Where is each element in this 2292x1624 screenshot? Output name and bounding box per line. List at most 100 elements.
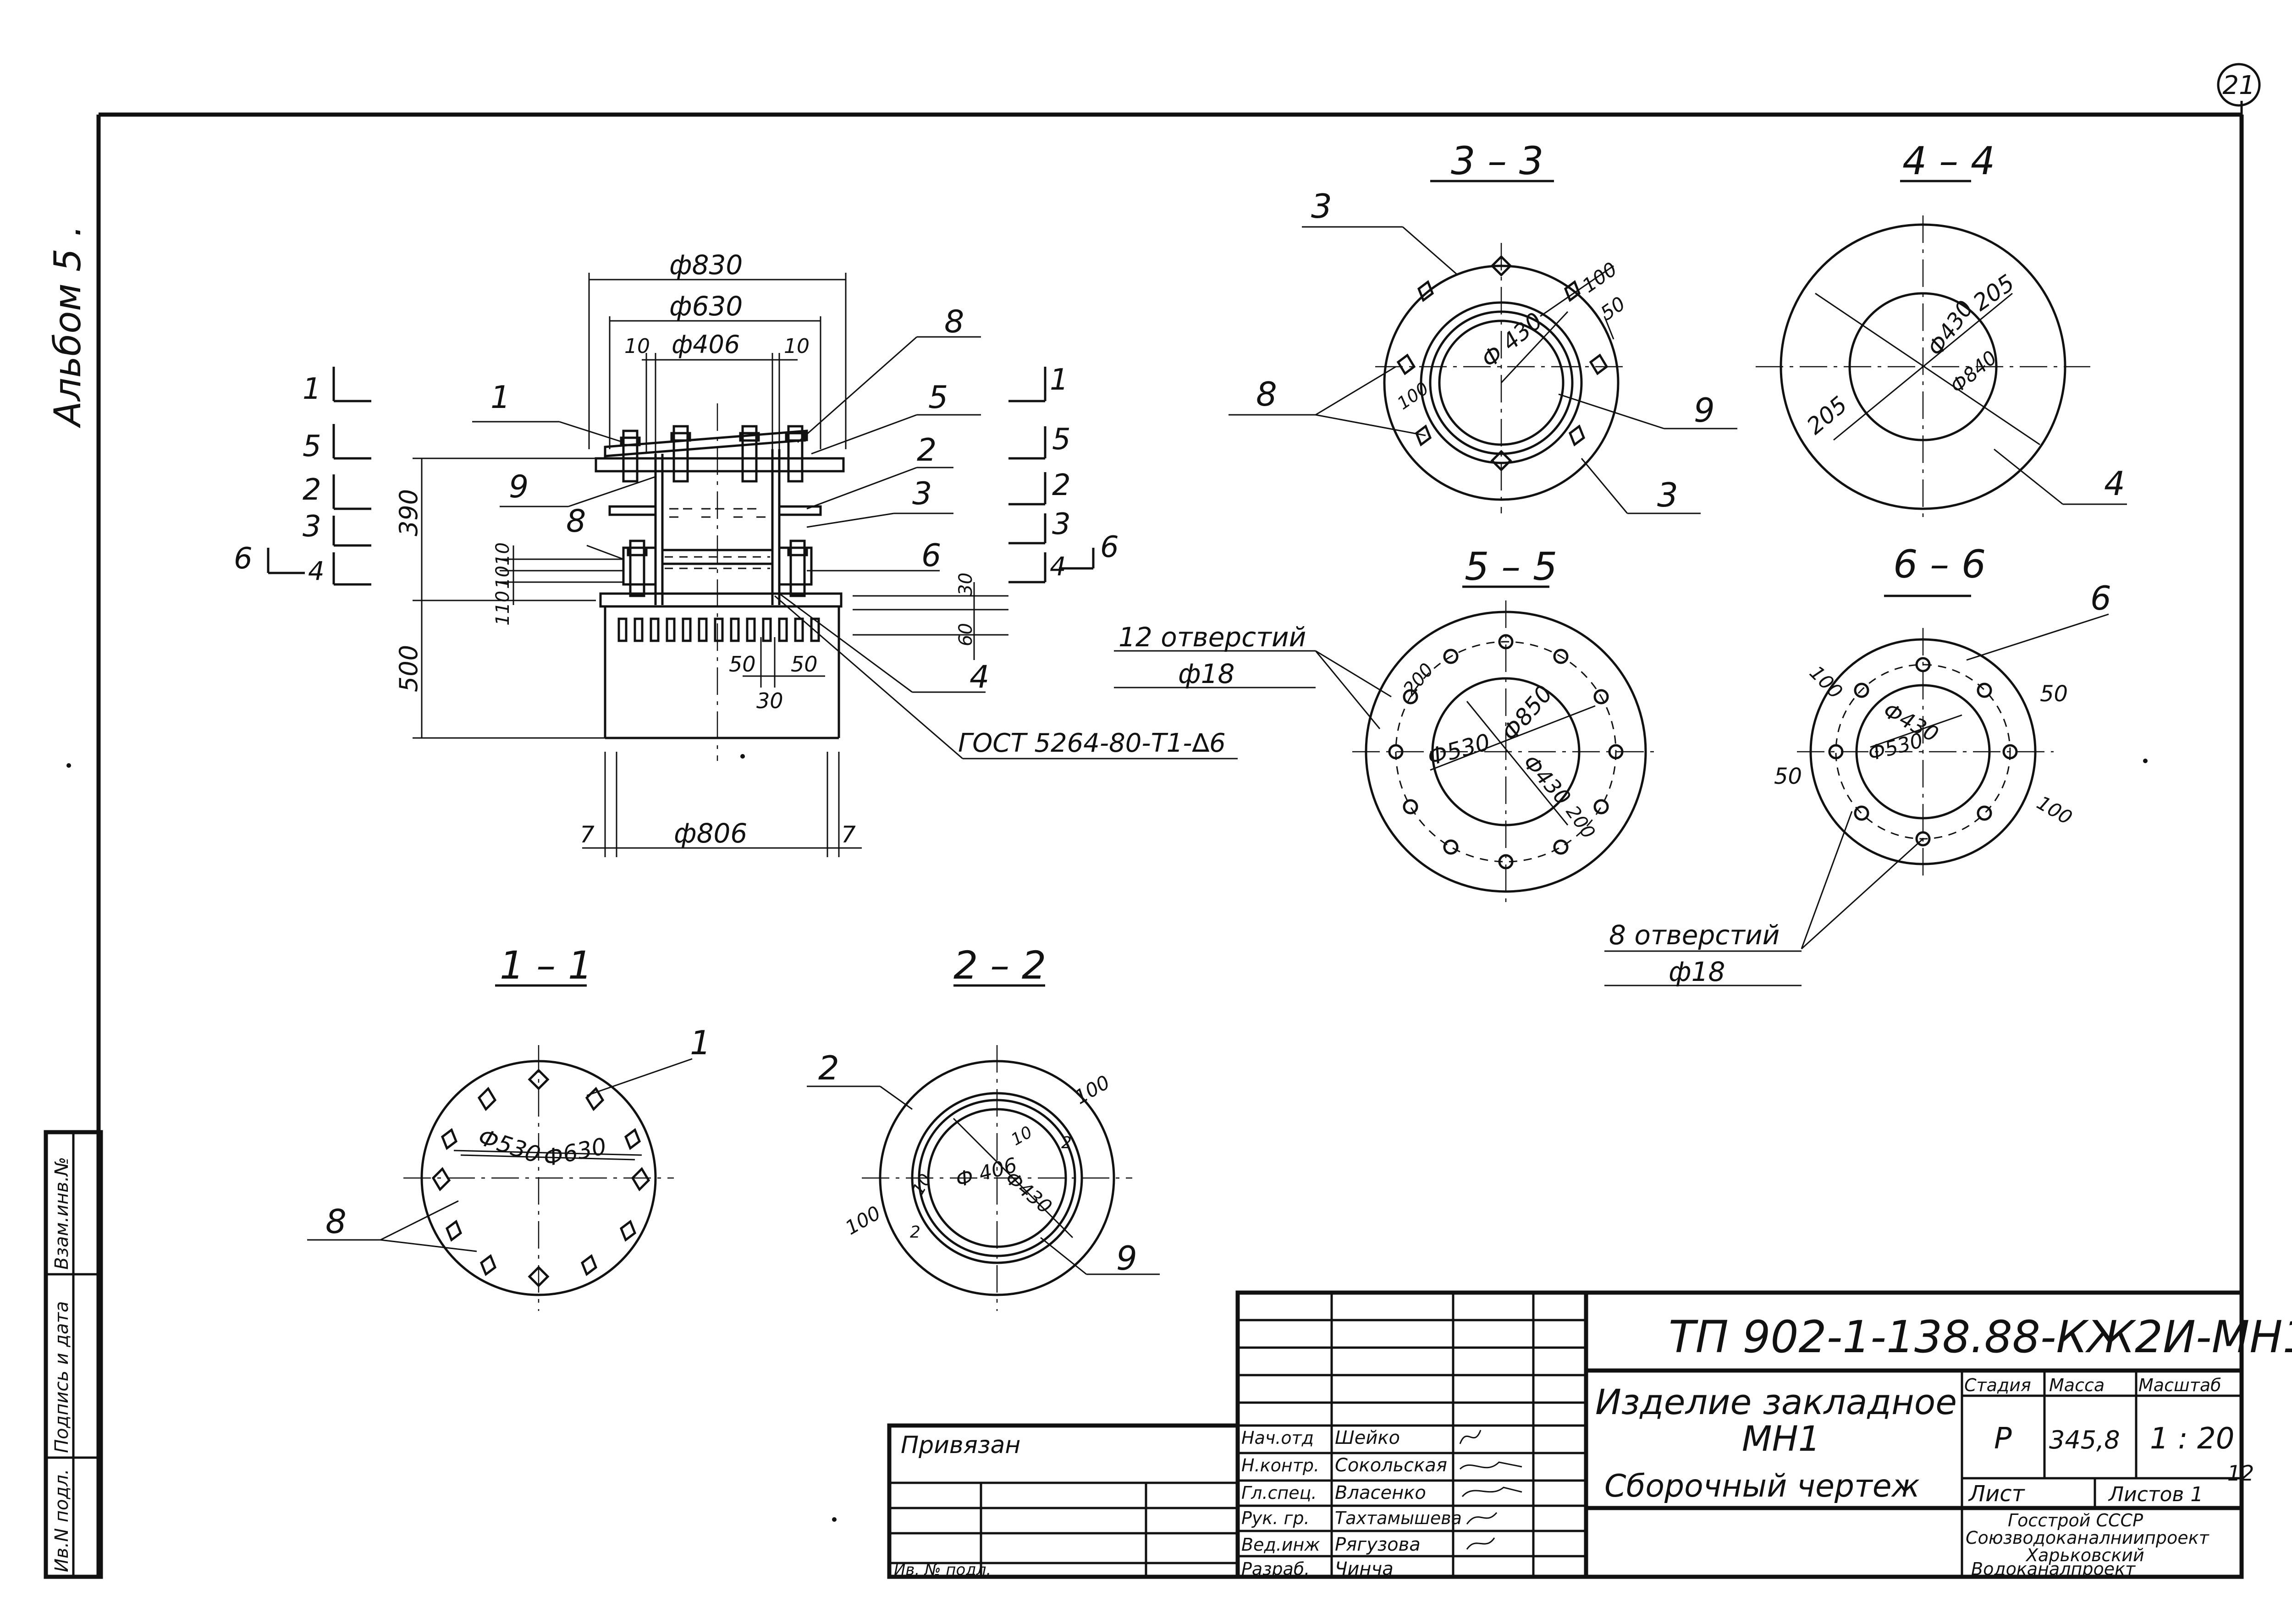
attached-label: Привязан	[901, 1431, 1020, 1459]
section-1-1-studs	[431, 1068, 650, 1288]
role-4: Рук. гр.	[1241, 1508, 1310, 1528]
dim-h1010: 1010	[492, 542, 513, 589]
s33-dim-100b: 100	[1394, 378, 1432, 414]
s66-dim-530: Ф530	[1866, 729, 1926, 766]
org-line-4: Водоканалпроект	[1971, 1559, 2136, 1579]
name-4: Тахтамышева	[1335, 1508, 1462, 1528]
dim-10-right: 10	[784, 335, 810, 358]
org-line-3: Харьковский	[2025, 1545, 2144, 1565]
name-5: Рягузова	[1335, 1534, 1421, 1555]
dim-7-right: 7	[841, 821, 856, 848]
org-line-1: Госстрой СССР	[2008, 1510, 2143, 1530]
s22-dim-100b: 100	[842, 1201, 885, 1239]
callout-6: 6	[921, 538, 941, 574]
s33-dim-430: Ф 430	[1476, 308, 1548, 374]
s11-callout-1: 1	[690, 1024, 711, 1062]
margin-inv-orig: Ив.N подл.	[51, 1469, 72, 1572]
s55-dim-430: Ф430	[1518, 750, 1576, 810]
dim-50-left: 50	[729, 652, 756, 677]
s66-callout-6: 6	[2090, 579, 2111, 617]
dim-h500: 500	[394, 645, 423, 692]
sheet-header: Лист	[1968, 1481, 2026, 1507]
dim-30: 30	[756, 688, 783, 713]
sheets-header: Листов 1	[2108, 1483, 2203, 1506]
scale-value: 1 : 20	[2150, 1422, 2234, 1456]
s11-dim-530: Ф530	[475, 1123, 544, 1168]
section-6-6	[1604, 595, 2109, 986]
mark-left-6: 6	[234, 542, 253, 576]
dim-10-left: 10	[624, 335, 650, 358]
s33-callout-8: 8	[1256, 375, 1277, 413]
dim-7-left: 7	[580, 821, 595, 848]
dim-h390: 390	[394, 489, 423, 536]
org-line-2: Союзводоканалниипроект	[1966, 1528, 2210, 1548]
margin-sign-date: Подпись и дата	[51, 1301, 72, 1453]
role-3: Гл.спец.	[1241, 1483, 1317, 1503]
section-5-5	[1114, 585, 1659, 903]
s22-dim-2a: 2	[1061, 1134, 1072, 1152]
s22-dim-100a: 100	[1071, 1071, 1114, 1109]
mark-left-1: 1	[303, 372, 321, 406]
mark-right-3: 3	[1052, 507, 1071, 541]
stage-header: Стадия	[1964, 1375, 2031, 1395]
mark-right-5: 5	[1052, 423, 1071, 457]
document-type: Сборочный чертеж	[1604, 1468, 1920, 1504]
s44-dim-205b: 205	[1802, 391, 1852, 440]
designation: ТП 902-1-138.88-КЖ2И-МН1СБ	[1669, 1311, 2292, 1363]
mark-left-4: 4	[308, 556, 325, 586]
callout-1: 1	[490, 380, 510, 416]
stage-value: Р	[1994, 1422, 2012, 1456]
dim-d630: ф630	[669, 291, 743, 322]
product-name-line2: МН1	[1742, 1418, 1820, 1459]
dim-d830: ф830	[669, 249, 743, 281]
s22-dim-430: Ф430	[1001, 1167, 1057, 1218]
section-2-2-title: 2 – 2	[953, 943, 1046, 988]
section-6-6-holes	[1828, 657, 2018, 847]
s66-dim-100a: 100	[1805, 661, 1847, 703]
mass-value: 345,8	[2049, 1426, 2120, 1454]
mass-header: Масса	[2049, 1375, 2105, 1395]
s33-callout-3a: 3	[1311, 187, 1332, 226]
dim-r30: 30	[955, 573, 976, 596]
sheet-number: 21	[2222, 71, 2255, 100]
role-5: Вед.инж	[1241, 1535, 1320, 1555]
signature-rows: Нач.отд Шейко Н.контр. Сокольская Гл.спе…	[1241, 1427, 1462, 1580]
name-3: Власенко	[1335, 1482, 1426, 1503]
mark-right-2: 2	[1052, 468, 1071, 502]
section-1-1-title: 1 – 1	[500, 943, 592, 988]
main-elevation-view	[267, 273, 1238, 857]
mark-left-5: 5	[303, 429, 321, 463]
s22-dim-10a: 10	[1008, 1123, 1036, 1149]
s44-callout-4: 4	[2104, 464, 2125, 503]
mark-right-4: 4	[1050, 552, 1066, 582]
s11-callout-8: 8	[325, 1202, 347, 1241]
callout-5: 5	[928, 380, 948, 416]
s22-callout-2: 2	[818, 1049, 839, 1087]
inv-label: Ив. № подл.	[894, 1561, 991, 1579]
s22-dim-2b: 2	[910, 1223, 920, 1242]
s66-dim-50a: 50	[2040, 681, 2068, 707]
s55-holes-note: 12 отверстий	[1118, 622, 1306, 653]
s33-dim-100a: 100	[1578, 258, 1621, 297]
s55-dim-200b: 200	[1562, 802, 1599, 842]
role-2: Н.контр.	[1241, 1455, 1319, 1475]
callout-3: 3	[912, 476, 932, 512]
s33-callout-9: 9	[1694, 391, 1715, 429]
callout-8-top: 8	[944, 304, 964, 340]
s66-holes-note: 8 отверстий	[1609, 919, 1780, 951]
section-5-5-holes	[1388, 634, 1624, 870]
dim-h110: 110	[492, 591, 513, 626]
album-label: Альбом 5 .	[46, 225, 89, 429]
mark-right-6: 6	[1100, 530, 1119, 564]
s66-dim-100b: 100	[2033, 791, 2076, 829]
section-2-2	[807, 984, 1160, 1311]
s55-hole-diameter: ф18	[1178, 658, 1234, 689]
callout-8-left: 8	[566, 503, 586, 539]
callout-9: 9	[509, 469, 529, 505]
mark-left-3: 3	[303, 510, 321, 544]
section-3-3-title: 3 – 3	[1451, 138, 1543, 183]
role-1: Нач.отд	[1241, 1428, 1314, 1448]
weld-note: ГОСТ 5264-80-Т1-∆6	[958, 728, 1226, 758]
mark-right-1: 1	[1050, 363, 1069, 397]
s66-hole-diameter: ф18	[1669, 956, 1725, 987]
